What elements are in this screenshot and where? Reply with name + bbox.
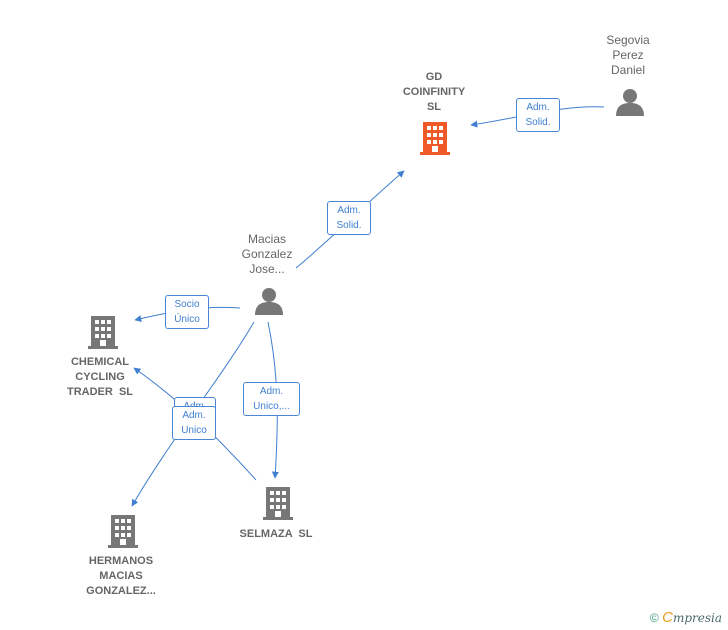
- edge-label-line: Único: [174, 314, 200, 325]
- node-label-segovia[interactable]: Segovia Perez Daniel: [588, 33, 668, 78]
- node-label-hermanos[interactable]: HERMANOS MACIAS GONZALEZ...: [70, 554, 172, 599]
- node-label-line: CYCLING: [75, 371, 125, 383]
- brand-logo-letter: C: [662, 609, 673, 626]
- node-label-chemical[interactable]: CHEMICAL CYCLING TRADER SL: [50, 355, 150, 400]
- node-label-gd-coinfinity[interactable]: GD COINFINITY SL: [384, 70, 484, 115]
- node-label-line: Perez: [612, 48, 644, 62]
- brand-logo-text: mpresia: [672, 611, 722, 625]
- building-icon-hermanos: [108, 515, 138, 548]
- edge-label-line: Solid.: [525, 117, 551, 128]
- edge-label-jose-chemical[interactable]: Socio Único: [165, 295, 209, 329]
- node-label-line: Jose...: [249, 262, 285, 276]
- node-label-line: MACIAS: [99, 570, 143, 582]
- person-icon-segovia: [616, 89, 644, 116]
- edge-label-line: Unico: [181, 425, 207, 436]
- edge-label-line: Solid.: [336, 220, 362, 231]
- building-icon-chemical: [88, 316, 118, 349]
- node-label-line: Gonzalez: [241, 247, 293, 261]
- copyright-icon: ©: [649, 611, 659, 625]
- edge-label-line: Adm.: [259, 386, 284, 397]
- edge-label-line: Socio: [174, 299, 200, 310]
- node-label-line: SELMAZA SL: [239, 528, 313, 540]
- building-icon-selmaza: [263, 487, 293, 520]
- node-label-line: SL: [426, 101, 442, 113]
- node-label-line: Daniel: [610, 63, 646, 77]
- node-label-macias-jose[interactable]: Macias Gonzalez Jose...: [227, 232, 307, 277]
- node-label-line: GONZALEZ...: [86, 585, 156, 597]
- node-label-line: Segovia: [606, 33, 650, 47]
- node-label-line: CHEMICAL: [70, 356, 130, 368]
- edge-label-jose-selmaza[interactable]: Adm. Unico,...: [243, 382, 300, 416]
- node-label-line: COINFINITY: [402, 86, 466, 98]
- node-label-line: HERMANOS: [88, 555, 154, 567]
- edge-label-line: Adm.: [337, 205, 361, 216]
- person-icon-macias-jose: [255, 288, 283, 315]
- building-icon-gd-coinfinity: [420, 122, 450, 155]
- node-label-line: TRADER SL: [67, 386, 133, 398]
- edge-label-jose-gd[interactable]: Adm. Solid.: [327, 201, 371, 235]
- footer-brand[interactable]: © Cmpresia: [650, 609, 722, 626]
- edge-label-line: Adm.: [182, 410, 206, 421]
- node-label-line: GD: [425, 71, 443, 83]
- node-label-selmaza[interactable]: SELMAZA SL: [224, 527, 328, 542]
- node-label-line: Macias: [247, 232, 286, 246]
- edge-label-jose-hermanos[interactable]: Adm. Unico: [172, 406, 216, 440]
- edge-label-line: Adm.: [526, 102, 550, 113]
- edge-label-line: Unico,...: [253, 401, 290, 412]
- edge-label-segovia-gd[interactable]: Adm. Solid.: [516, 98, 560, 132]
